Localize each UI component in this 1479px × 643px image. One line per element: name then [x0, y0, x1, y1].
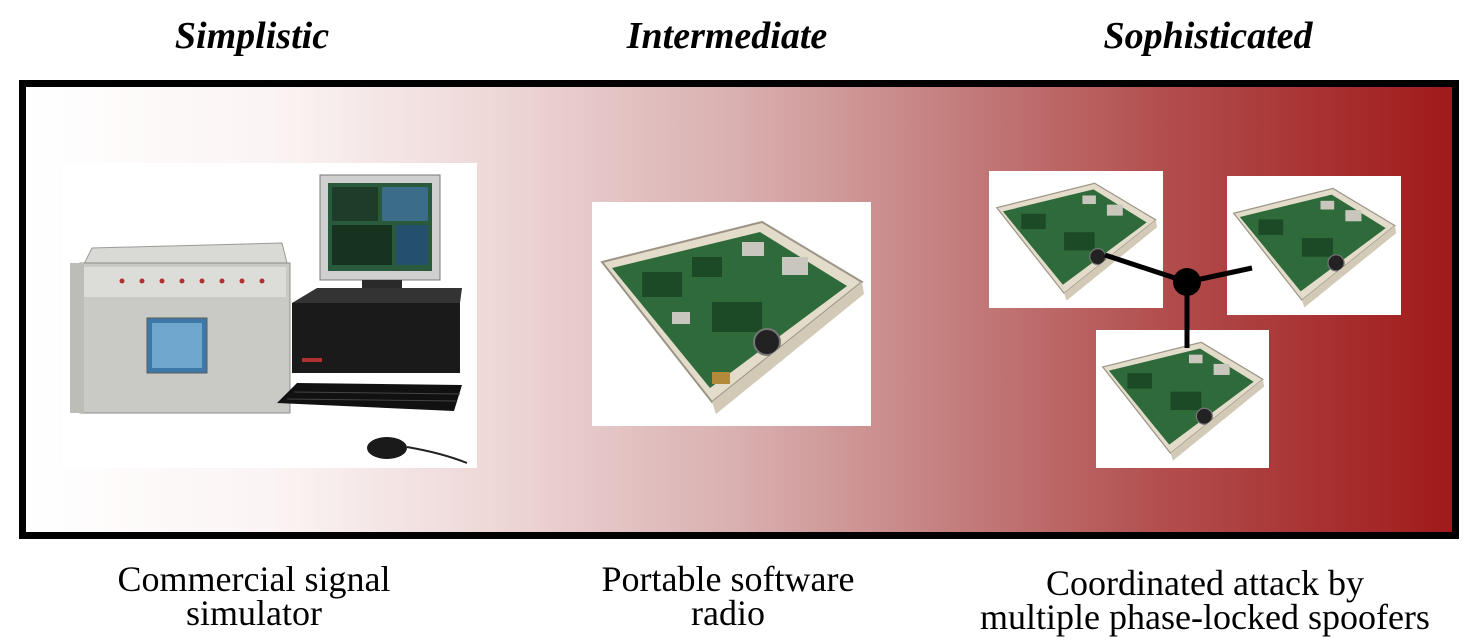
software-radio-photo — [1227, 176, 1401, 315]
heading-intermediate: Intermediate — [626, 15, 828, 57]
caption-portable-software-radio: Portable software radio — [528, 559, 928, 633]
software-radio-photo — [989, 171, 1163, 308]
caption-line: Coordinated attack by — [1046, 563, 1364, 603]
caption-line: simulator — [186, 593, 322, 633]
caption-line: Portable software — [601, 559, 855, 599]
caption-line: Commercial signal — [117, 559, 391, 599]
portable-software-radio-photo — [592, 202, 871, 426]
connector-line — [1104, 252, 1188, 285]
heading-sophisticated: Sophisticated — [1103, 15, 1313, 57]
connector-node — [1173, 268, 1201, 296]
caption-commercial-signal-simulator: Commercial signal simulator — [54, 559, 454, 633]
caption-line: multiple phase-locked spoofers — [980, 597, 1430, 637]
caption-line: radio — [691, 593, 765, 633]
heading-simplistic: Simplistic — [174, 15, 330, 57]
software-radio-photo — [1096, 330, 1269, 468]
commercial-signal-simulator-photo — [62, 163, 477, 468]
caption-coordinated-attack: Coordinated attack by multiple phase-loc… — [940, 563, 1470, 637]
